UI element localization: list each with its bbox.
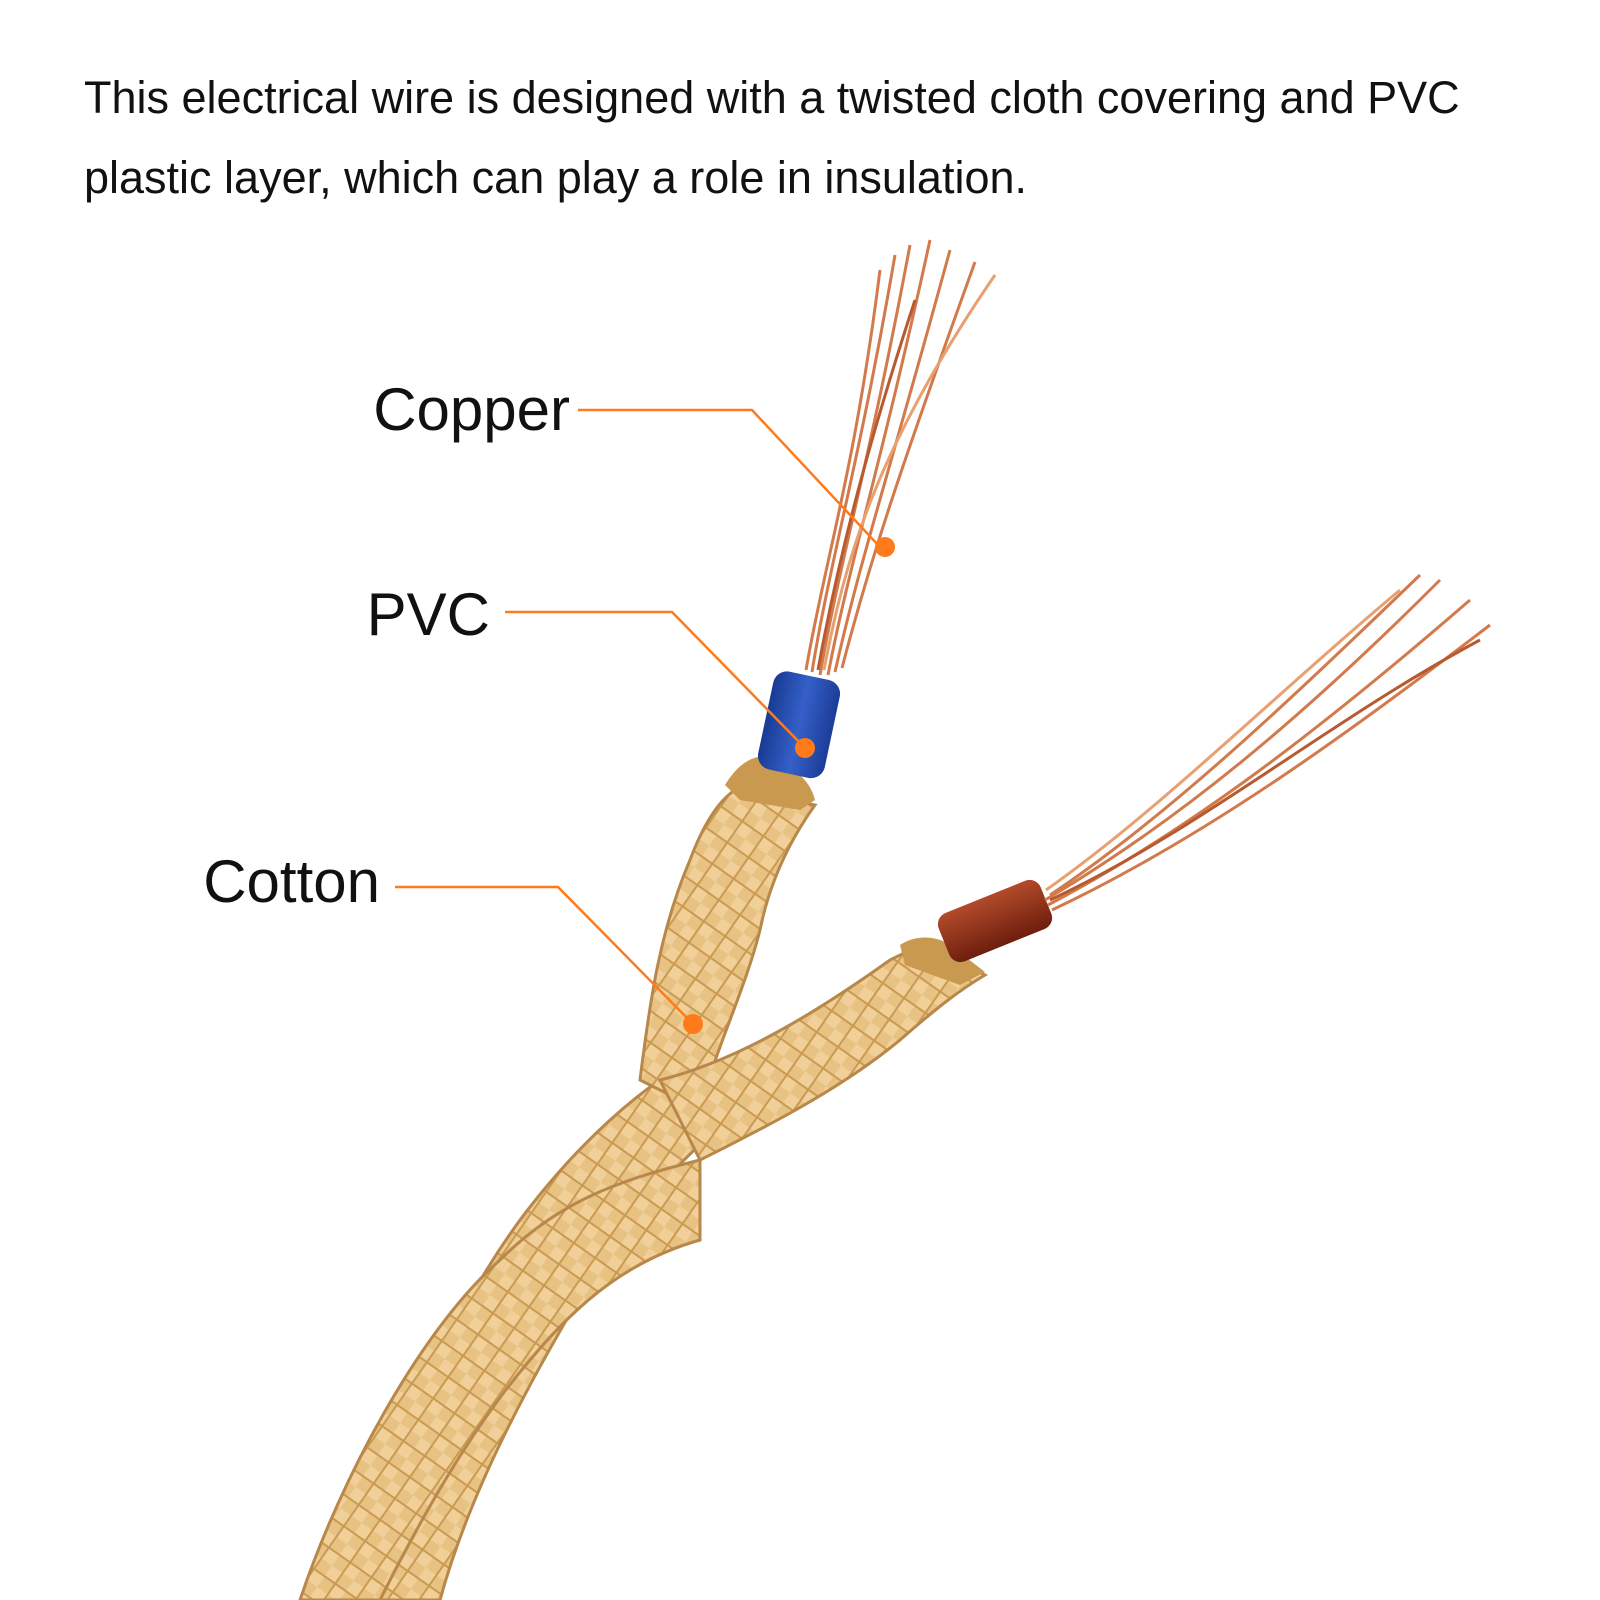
copper-leader-line [578, 408, 881, 548]
cotton-leader-line [395, 885, 694, 1025]
copper-marker [875, 537, 895, 557]
pvc-marker [795, 738, 815, 758]
cotton-marker [683, 1014, 703, 1034]
pvc-label: PVC [366, 581, 490, 648]
callout-lines [395, 408, 881, 1025]
pvc-leader-line [505, 610, 806, 749]
pvc-red-insulation [937, 879, 1053, 963]
description-text: This electrical wire is designed with a … [84, 72, 1460, 203]
cotton-label: Cotton [203, 848, 380, 915]
copper-strands-lower [1044, 573, 1491, 912]
pvc-blue-insulation [757, 671, 841, 779]
copper-label: Copper [373, 376, 570, 443]
copper-strands-upper [804, 239, 997, 676]
cotton-cable [298, 756, 989, 1600]
